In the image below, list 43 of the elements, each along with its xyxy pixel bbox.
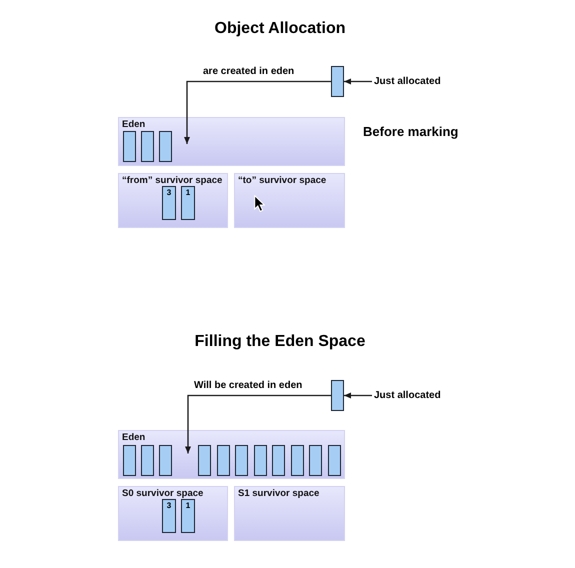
- object-block: [254, 445, 266, 476]
- object-block: [290, 445, 304, 476]
- diagram-title: Object Allocation: [214, 20, 346, 38]
- arrow: [344, 78, 372, 84]
- edge-label: are created in eden: [203, 66, 294, 78]
- note-text: Before marking: [363, 124, 458, 139]
- region-label: “from” survivor space: [122, 175, 222, 186]
- region-label: Eden: [122, 432, 146, 443]
- object-block: [235, 445, 248, 476]
- object-block: [123, 131, 136, 162]
- object-block: [141, 445, 154, 476]
- object-block: [272, 445, 285, 476]
- arrow: [344, 392, 372, 398]
- memory-region: [118, 486, 228, 541]
- object-block: [216, 445, 230, 476]
- object-block: 3: [162, 186, 176, 220]
- memory-region: [118, 117, 345, 166]
- memory-region: [118, 173, 228, 228]
- region-label: S0 survivor space: [122, 488, 204, 499]
- section-title: Filling the Eden Space: [194, 333, 366, 351]
- annotation-text: Just allocated: [374, 389, 441, 402]
- region-label: “to” survivor space: [238, 175, 326, 186]
- memory-region: [118, 430, 345, 479]
- memory-region: [234, 173, 345, 228]
- object-block: [309, 445, 322, 476]
- edge-label: Will be created in eden: [194, 380, 302, 392]
- annotation-text: Just allocated: [374, 75, 441, 88]
- region-label: Eden: [122, 119, 146, 130]
- memory-region: [234, 486, 345, 541]
- object-block: [123, 445, 136, 476]
- object-block: 3: [162, 499, 176, 533]
- object-block: 1: [181, 499, 195, 533]
- object-block: [331, 380, 344, 411]
- region-label: S1 survivor space: [238, 488, 320, 499]
- object-block: 1: [181, 186, 195, 220]
- object-block: [198, 445, 211, 476]
- object-block: [328, 445, 340, 476]
- object-block: [159, 445, 172, 476]
- object-block: [331, 66, 344, 97]
- object-block: [141, 131, 154, 162]
- object-block: [159, 131, 172, 162]
- arrow: [184, 80, 331, 144]
- arrow: [185, 394, 331, 454]
